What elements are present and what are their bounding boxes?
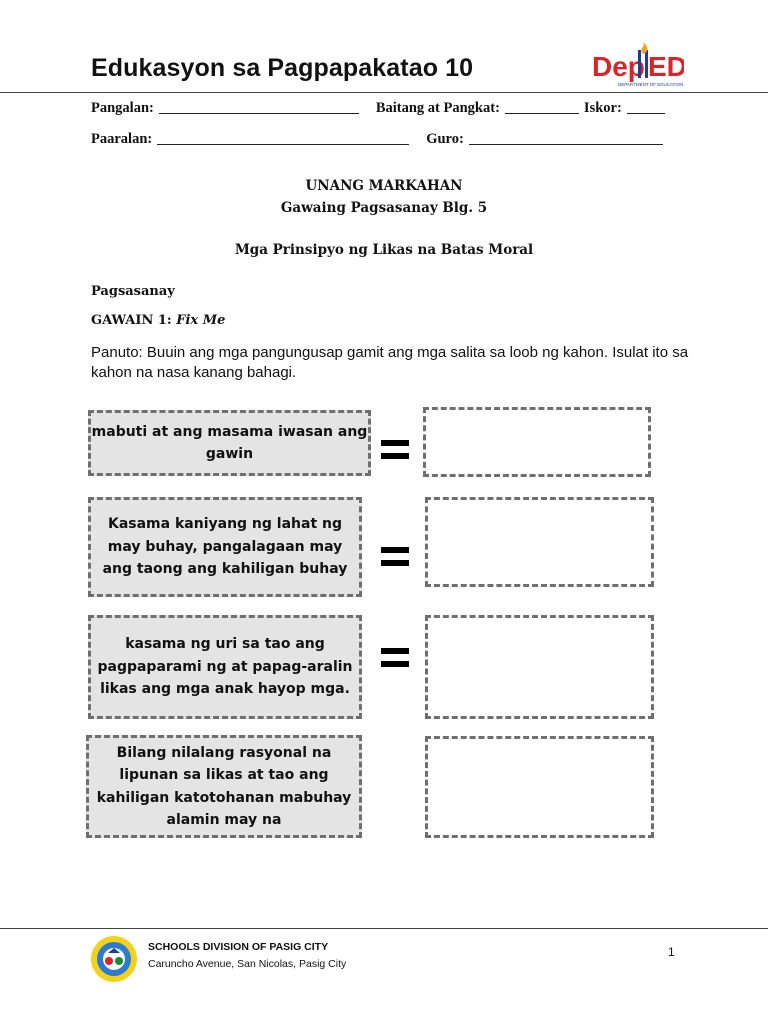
grade-section-label: Baitang at Pangkat: (375, 100, 500, 116)
grade-section-blank[interactable] (504, 112, 579, 114)
quarter-heading: UNANG MARKAHAN (305, 178, 463, 194)
activity-heading: Gawaing Pagsasanay Blg. 5 (280, 200, 488, 216)
student-info-row: Pangalan: Baitang at Pangkat: Iskor: (91, 97, 670, 117)
header-divider (0, 92, 768, 93)
svg-text:ED: ED (648, 51, 684, 82)
division-seal-icon (91, 936, 137, 982)
task-title: GAWAIN 1: Fix Me (91, 313, 225, 328)
instructions: Panuto: Buuin ang mga pangungusap gamit … (91, 344, 689, 381)
answer-box-2[interactable] (425, 497, 654, 587)
school-info-row: Paaralan: Guro: (91, 128, 668, 148)
footer-address: Caruncho Avenue, San Nicolas, Pasig City (148, 958, 347, 970)
scrambled-box-1: mabuti at ang masama iwasan ang gawin (88, 410, 371, 476)
answer-box-1[interactable] (423, 407, 651, 477)
document-title: Edukasyon sa Pagpapakatao 10 (91, 54, 474, 82)
scrambled-box-4: Bilang nilalang rasyonal na lipunan sa l… (86, 735, 362, 838)
answer-box-3[interactable] (425, 615, 654, 719)
score-label: Iskor: (583, 100, 622, 116)
svg-text:Dep: Dep (592, 51, 645, 82)
section-label: Pagsasanay (91, 284, 175, 299)
score-blank[interactable] (626, 112, 665, 114)
equals-sign (381, 547, 409, 567)
deped-logo: Dep ED DEPARTMENT OF EDUCATION (592, 42, 684, 87)
scrambled-box-2: Kasama kaniyang ng lahat ng may buhay, p… (88, 497, 362, 597)
name-label: Pangalan: (91, 100, 154, 116)
footer-organization: SCHOOLS DIVISION OF PASIG CITY (148, 941, 329, 953)
task-prefix: GAWAIN 1: (91, 313, 172, 328)
task-name: Fix Me (176, 313, 226, 328)
equals-sign (381, 440, 409, 460)
name-blank[interactable] (158, 112, 359, 114)
topic-heading: Mga Prinsipyo ng Likas na Batas Moral (234, 242, 534, 258)
svg-text:DEPARTMENT OF EDUCATION: DEPARTMENT OF EDUCATION (618, 82, 683, 87)
footer-divider (0, 928, 768, 929)
teacher-blank[interactable] (468, 143, 663, 145)
page-number: 1 (668, 945, 675, 959)
school-label: Paaralan: (91, 131, 153, 147)
scrambled-box-3: kasama ng uri sa tao ang pagpaparami ng … (88, 615, 362, 719)
school-blank[interactable] (157, 143, 410, 145)
answer-box-4[interactable] (425, 736, 654, 838)
equals-sign (381, 648, 409, 668)
teacher-label: Guro: (426, 131, 464, 147)
